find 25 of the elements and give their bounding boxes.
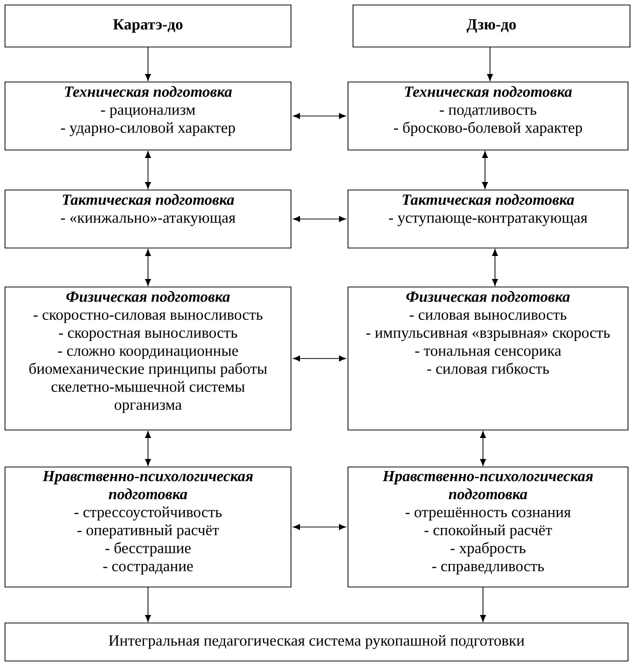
arrow (480, 586, 486, 622)
section-box: Тактическая подготовка - уступающе-контратакующая (348, 190, 628, 248)
arrow (492, 249, 498, 286)
arrow (293, 113, 346, 119)
arrow (480, 431, 486, 466)
section-box: Тактическая подготовка - «кинжально»-атакующая (4, 190, 292, 248)
arrow (482, 151, 488, 189)
section-box: Техническая подготовка - податливость - бросково-болевой характер (348, 82, 628, 150)
title-box: Дзю-до (352, 4, 630, 48)
section-box: Нравственно-психологическая подготовка - стрессоустойчивость - оперативный расчёт - бесстрашие - сострадание (4, 466, 292, 588)
section-box: Физическая подготовка - скоростно-силовая выносливость - скоростная выносливость - сложно координационные биомеханические принципы работы скелетно-мышечной системы организма (4, 286, 292, 430)
section-box: Нравственно-психологическая подготовка - отрешённость сознания - спокойный расчёт - храбрость - справедливость (348, 466, 628, 588)
arrow (145, 586, 151, 622)
arrow (293, 356, 346, 362)
arrow (145, 249, 151, 286)
arrow (293, 524, 346, 530)
arrow (487, 46, 493, 81)
result-box: Интегральная педагогическая система рукопашной подготовки (4, 622, 628, 662)
section-box: Техническая подготовка - рационализм - ударно-силовой характер (4, 82, 292, 150)
title-box: Каратэ-до (4, 4, 292, 48)
arrow (145, 431, 151, 466)
arrow (293, 216, 346, 222)
arrow (145, 46, 151, 81)
section-box: Физическая подготовка - силовая выносливость - импульсивная «взрывная» скорость - тональная сенсорика - силовая гибкость (348, 286, 628, 430)
arrow (145, 151, 151, 189)
